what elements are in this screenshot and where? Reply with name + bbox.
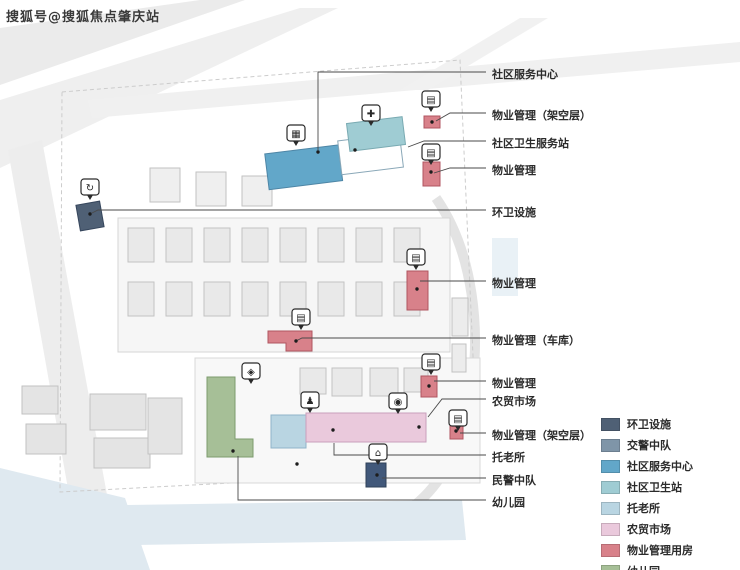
- legend-item: 幼儿园: [601, 563, 693, 570]
- callout-label: 环卫设施: [492, 206, 536, 219]
- legend-item: 社区服务中心: [601, 458, 693, 474]
- svg-text:▤: ▤: [453, 414, 462, 425]
- callout-label: 物业管理（架空层）: [492, 109, 591, 122]
- legend-swatch: [601, 564, 620, 570]
- callout-line: [407, 140, 486, 148]
- building-sanitation: [75, 200, 105, 232]
- legend-swatch: [601, 417, 620, 431]
- callout-label: 物业管理: [492, 164, 536, 177]
- svg-text:▤: ▤: [426, 148, 435, 159]
- callout-label: 物业管理: [492, 277, 536, 290]
- svg-text:◈: ◈: [247, 367, 255, 378]
- recycle-icon: ↻: [80, 178, 100, 200]
- legend: 环卫设施 交警中队 社区服务中心 社区卫生站 托老所 农贸市场 物业管理用房 幼…: [601, 416, 693, 570]
- building-property-garage: [267, 330, 313, 352]
- property-icon: ▤: [421, 143, 441, 165]
- police-station-icon: ⌂: [368, 443, 388, 465]
- building-market: [305, 412, 427, 443]
- property-icon: ▤: [291, 308, 311, 330]
- svg-text:▤: ▤: [426, 95, 435, 106]
- svg-text:✚: ✚: [367, 109, 375, 120]
- callout-label: 物业管理: [492, 377, 536, 390]
- legend-swatch: [601, 543, 620, 557]
- building-property-2: [422, 161, 441, 187]
- callout-label: 物业管理（车库）: [492, 334, 580, 347]
- market-icon: ◉: [388, 392, 408, 414]
- svg-text:↻: ↻: [86, 183, 94, 194]
- legend-item: 农贸市场: [601, 521, 693, 537]
- callout-label: 托老所: [492, 451, 525, 464]
- map-gray-buildings: [21, 167, 481, 484]
- legend-label: 幼儿园: [627, 563, 660, 570]
- property-icon: ▤: [421, 90, 441, 112]
- callout-label: 农贸市场: [492, 395, 536, 408]
- svg-text:▤: ▤: [296, 313, 305, 324]
- callout-lines: [91, 71, 486, 501]
- legend-label: 社区服务中心: [627, 460, 693, 473]
- legend-swatch: [601, 480, 620, 494]
- elderly-person-icon: ♟: [300, 391, 320, 413]
- anchor-dots: [88, 120, 458, 477]
- callout-line: [237, 456, 486, 501]
- callout-line: [427, 398, 486, 418]
- svg-text:▤: ▤: [426, 358, 435, 369]
- callout-label: 物业管理（架空层）: [492, 429, 591, 442]
- kindergarten-icon: ◈: [241, 362, 261, 384]
- legend-label: 农贸市场: [627, 523, 671, 536]
- callout-line: [333, 443, 486, 456]
- legend-item: 环卫设施: [601, 416, 693, 432]
- svg-text:▦: ▦: [291, 129, 300, 140]
- legend-item: 社区卫生站: [601, 479, 693, 495]
- svg-text:▤: ▤: [411, 253, 420, 264]
- legend-label: 环卫设施: [627, 418, 671, 431]
- property-icon: ▤: [448, 409, 468, 431]
- building-elderly-care: [270, 414, 307, 449]
- svg-text:⌂: ⌂: [375, 448, 381, 459]
- property-icon: ▤: [421, 353, 441, 375]
- legend-label: 交警中队: [627, 439, 671, 452]
- property-icon: ▤: [406, 248, 426, 270]
- callout-label: 社区卫生服务站: [492, 137, 569, 150]
- callout-label: 社区服务中心: [492, 68, 558, 81]
- building-kindergarten: [206, 376, 254, 458]
- callout-label: 民警中队: [492, 474, 536, 487]
- svg-text:◉: ◉: [394, 397, 403, 408]
- callout-line: [433, 167, 486, 174]
- legend-swatch: [601, 501, 620, 515]
- svg-text:♟: ♟: [306, 396, 315, 407]
- callout-line: [91, 209, 486, 214]
- legend-item: 交警中队: [601, 437, 693, 453]
- health-station-icon: ✚: [361, 104, 381, 126]
- legend-item: 托老所: [601, 500, 693, 516]
- callout-line: [295, 337, 486, 342]
- legend-swatch: [601, 459, 620, 473]
- callout-label: 幼儿园: [492, 496, 525, 509]
- watermark: 搜狐号@搜狐焦点肇庆站: [6, 10, 161, 25]
- callout-line: [317, 71, 486, 150]
- legend-swatch: [601, 522, 620, 536]
- callout-line: [435, 112, 486, 122]
- legend-label: 托老所: [627, 502, 660, 515]
- legend-swatch: [601, 438, 620, 452]
- legend-label: 社区卫生站: [627, 481, 682, 494]
- legend-item: 物业管理用房: [601, 542, 693, 558]
- legend-label: 物业管理用房: [627, 544, 693, 557]
- community-service-icon: ▦: [286, 124, 306, 146]
